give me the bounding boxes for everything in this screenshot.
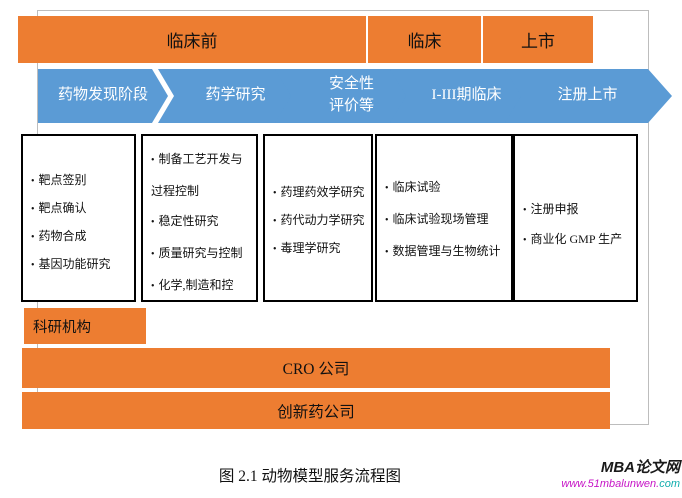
detail-box-clinical: •临床试验 •临床试验现场管理 •数据管理与生物统计 bbox=[375, 134, 513, 302]
list-item: •稳定性研究 bbox=[151, 214, 219, 228]
bullet-icon: • bbox=[273, 216, 277, 227]
bullet-icon: • bbox=[31, 232, 35, 243]
list-item: •靶点确认 bbox=[31, 201, 87, 215]
detail-box-pharmacy: •制备工艺开发与过程控制 •稳定性研究 •质量研究与控制 •化学,制造和控 bbox=[141, 134, 258, 302]
list-item: •商业化 GMP 生产 bbox=[523, 232, 623, 246]
bullet-icon: • bbox=[31, 260, 35, 271]
stage-chevron-pharmacy-research: 药学研究 bbox=[158, 69, 299, 123]
stage-label-line2: 评价等 bbox=[328, 98, 374, 114]
stage-label: 注册上市 bbox=[557, 87, 618, 104]
bullet-icon: • bbox=[385, 215, 389, 226]
actor-bar-research-institutes: 科研机构 bbox=[24, 308, 146, 344]
bullet-icon: • bbox=[151, 249, 155, 260]
list-item: •靶点签别 bbox=[31, 173, 87, 187]
figure-caption: 图 2.1 动物模型服务流程图 bbox=[218, 468, 402, 485]
phase-label: 临床 bbox=[407, 32, 442, 51]
list-item: •临床试验 bbox=[385, 180, 441, 194]
stage-chevron-registration-launch: 注册上市 bbox=[505, 69, 672, 123]
phase-label: 上市 bbox=[521, 32, 555, 51]
detail-box-discovery: •靶点签别 •靶点确认 •药物合成 •基因功能研究 bbox=[21, 134, 136, 302]
detail-list: •药理药效学研究 •药代动力学研究 •毒理学研究 bbox=[265, 179, 371, 263]
watermark: MBA论文网 www.51mbalunwen.com bbox=[561, 458, 680, 490]
stage-label: 安全性 评价等 bbox=[329, 74, 374, 118]
stage-label-line1: 安全性 bbox=[328, 76, 374, 93]
actor-bar-cro-company: CRO 公司 bbox=[22, 348, 610, 388]
bullet-icon: • bbox=[151, 281, 155, 292]
stage-chevron-safety-evaluation: 安全性 评价等 bbox=[275, 69, 414, 123]
bullet-icon: • bbox=[273, 244, 277, 255]
list-item: •制备工艺开发与过程控制 bbox=[151, 152, 243, 198]
bullet-icon: • bbox=[523, 235, 527, 246]
detail-list: •制备工艺开发与过程控制 •稳定性研究 •质量研究与控制 •化学,制造和控 bbox=[143, 144, 256, 302]
actor-label: 创新药公司 bbox=[277, 403, 355, 421]
watermark-url: www.51mbalunwen.com bbox=[561, 477, 680, 490]
stage-chevron-clinical-trials: I-III期临床 bbox=[390, 69, 529, 123]
list-item: •药理药效学研究 bbox=[273, 185, 365, 199]
list-item: •注册申报 bbox=[523, 202, 579, 216]
phase-bar-market: 上市 bbox=[483, 16, 593, 63]
watermark-brand: MBA论文网 bbox=[600, 459, 680, 476]
stage-label: I-III期临床 bbox=[431, 87, 502, 104]
list-item: •毒理学研究 bbox=[273, 241, 341, 255]
bullet-icon: • bbox=[385, 183, 389, 194]
list-item: •临床试验现场管理 bbox=[385, 212, 489, 226]
list-item: •药代动力学研究 bbox=[273, 213, 365, 227]
stage-label: 药学研究 bbox=[205, 87, 266, 104]
actor-label: 科研机构 bbox=[33, 319, 91, 336]
list-item: •药物合成 bbox=[31, 229, 87, 243]
bullet-icon: • bbox=[151, 217, 155, 228]
phase-bar-preclinical: 临床前 bbox=[18, 16, 366, 63]
bullet-icon: • bbox=[273, 188, 277, 199]
phase-label: 临床前 bbox=[166, 32, 218, 51]
bullet-icon: • bbox=[385, 247, 389, 258]
phase-bar-clinical: 临床 bbox=[368, 16, 481, 63]
detail-box-registration: •注册申报 •商业化 GMP 生产 bbox=[513, 134, 638, 302]
list-item: •化学,制造和控 bbox=[151, 278, 234, 292]
list-item: •基因功能研究 bbox=[31, 257, 111, 271]
list-item: •数据管理与生物统计 bbox=[385, 244, 501, 258]
bullet-icon: • bbox=[523, 205, 527, 216]
list-item: •质量研究与控制 bbox=[151, 246, 243, 260]
bullet-icon: • bbox=[31, 204, 35, 215]
bullet-icon: • bbox=[31, 176, 35, 187]
actor-label: CRO 公司 bbox=[282, 361, 350, 378]
detail-list: •临床试验 •临床试验现场管理 •数据管理与生物统计 bbox=[377, 172, 511, 268]
detail-box-safety: •药理药效学研究 •药代动力学研究 •毒理学研究 bbox=[263, 134, 373, 302]
detail-list: •靶点签别 •靶点确认 •药物合成 •基因功能研究 bbox=[23, 167, 134, 279]
stage-chevron-discovery: 药物发现阶段 bbox=[38, 69, 168, 123]
stage-label: 药物发现阶段 bbox=[57, 87, 148, 104]
actor-bar-innovative-drug-company: 创新药公司 bbox=[22, 392, 610, 429]
bullet-icon: • bbox=[151, 155, 155, 166]
detail-list: •注册申报 •商业化 GMP 生产 bbox=[515, 195, 636, 255]
